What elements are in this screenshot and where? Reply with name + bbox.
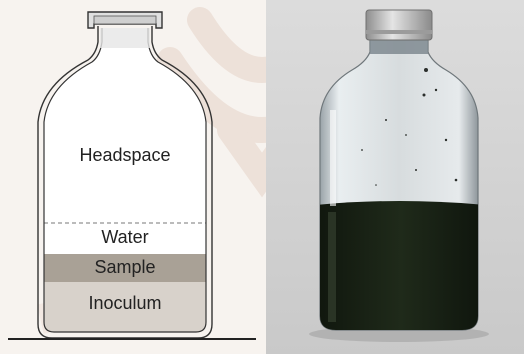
headspace-layer: [44, 28, 206, 223]
bottle-diagram: [8, 11, 256, 340]
metal-cap: [365, 9, 433, 41]
bottle-photo-illustration: [309, 9, 489, 342]
sample-label: Sample: [94, 257, 156, 277]
liquid-highlight: [328, 212, 336, 322]
inoculum-layer: [44, 282, 206, 332]
cap-ridge: [366, 30, 432, 34]
residue-speckles: [361, 68, 458, 186]
water-layer: [44, 223, 206, 254]
cap-inner: [93, 15, 157, 25]
headspace-label: Headspace: [79, 145, 171, 165]
sample-layer: [44, 254, 206, 282]
bottle-schematic: Headspace Water Sample Inoculum: [8, 11, 256, 340]
dark-liquid: [320, 201, 478, 330]
bottle-photo: [266, 0, 524, 354]
bottle-neck: [100, 28, 150, 48]
bottle-inner-outline: [43, 28, 207, 333]
glass-highlight: [330, 110, 336, 206]
inoculum-label: Inoculum: [88, 293, 162, 313]
water-label: Water: [101, 227, 149, 247]
bottle-neck-photo: [370, 38, 428, 54]
